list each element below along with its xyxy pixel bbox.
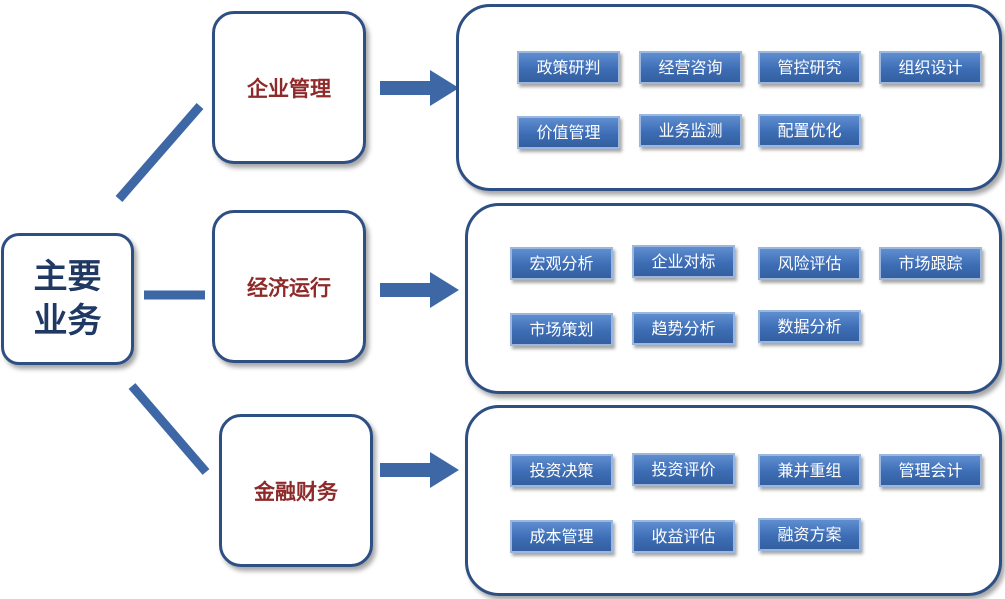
connector-line-bottom xyxy=(128,383,210,475)
panel-enterprise xyxy=(456,4,1002,191)
tag-item: 价值管理 xyxy=(517,116,620,149)
category-label: 企业管理 xyxy=(247,76,331,101)
tag-item: 成本管理 xyxy=(510,520,613,553)
tag-item: 宏观分析 xyxy=(510,247,613,280)
tag-item: 市场跟踪 xyxy=(879,247,982,280)
panel-economy xyxy=(465,203,1002,394)
tag-item: 管控研究 xyxy=(758,51,861,84)
tag-item: 企业对标 xyxy=(632,245,735,278)
category-node-economy: 经济运行 xyxy=(212,210,366,363)
tag-item: 兼并重组 xyxy=(758,454,861,487)
tag-item: 市场策划 xyxy=(510,313,613,346)
tag-item: 组织设计 xyxy=(879,51,982,84)
tag-item: 配置优化 xyxy=(758,114,861,147)
tag-item: 收益评估 xyxy=(632,520,735,553)
tag-item: 业务监测 xyxy=(639,114,742,147)
tag-item: 融资方案 xyxy=(758,518,861,551)
tag-item: 趋势分析 xyxy=(632,312,735,345)
category-label: 金融财务 xyxy=(254,479,338,504)
arrow-right-icon xyxy=(380,70,459,106)
tag-item: 风险评估 xyxy=(758,247,861,280)
panel-finance xyxy=(465,405,1002,596)
tag-item: 投资评价 xyxy=(632,453,735,486)
category-node-finance: 金融财务 xyxy=(219,414,373,567)
connector-line-top xyxy=(115,103,204,202)
category-label: 经济运行 xyxy=(247,275,331,300)
root-node: 主要业务 xyxy=(1,233,134,365)
tag-item: 管理会计 xyxy=(879,454,982,487)
tag-item: 经营咨询 xyxy=(639,51,742,84)
arrow-right-icon xyxy=(380,452,459,488)
category-node-enterprise: 企业管理 xyxy=(212,11,366,164)
arrow-right-icon xyxy=(380,272,459,308)
tag-item: 数据分析 xyxy=(758,310,861,343)
root-label: 主要业务 xyxy=(33,257,102,341)
tag-item: 投资决策 xyxy=(510,454,613,487)
tag-item: 政策研判 xyxy=(517,51,620,84)
